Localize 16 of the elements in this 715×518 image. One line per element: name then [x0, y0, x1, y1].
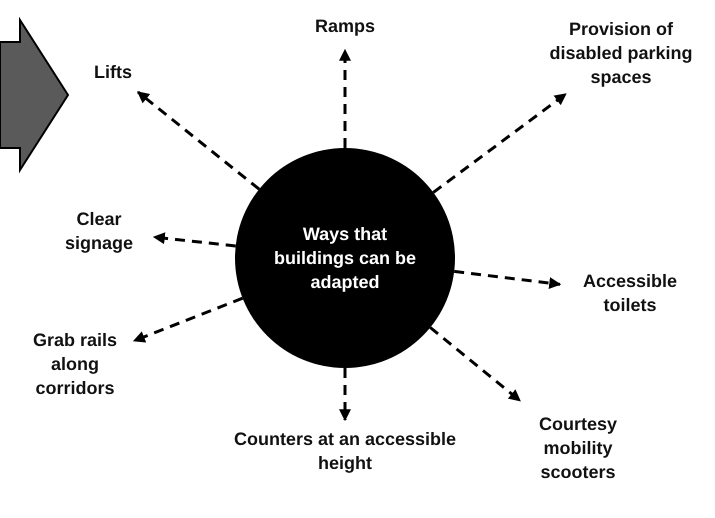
dashed-arrow [152, 232, 236, 248]
node-label: Provision of disabled parking spaces [548, 18, 694, 89]
node-label: Ramps [314, 15, 376, 38]
center-label: Ways that buildings can be adapted [272, 223, 417, 294]
dashed-arrow [132, 296, 244, 342]
dashed-arrow [339, 368, 351, 422]
node-label: Counters at an accessible height [232, 428, 458, 475]
node-label: Clear signage [64, 208, 134, 255]
node-label: Accessible toilets [582, 270, 678, 317]
dashed-arrow [137, 90, 260, 190]
dashed-arrow [339, 48, 351, 148]
node-label: Lifts [94, 61, 132, 84]
dashed-arrow [432, 92, 567, 194]
node-label: Courtesy mobility scooters [538, 413, 618, 484]
node-label: Grab rails along corridors [32, 329, 118, 400]
dashed-arrow [454, 270, 562, 290]
